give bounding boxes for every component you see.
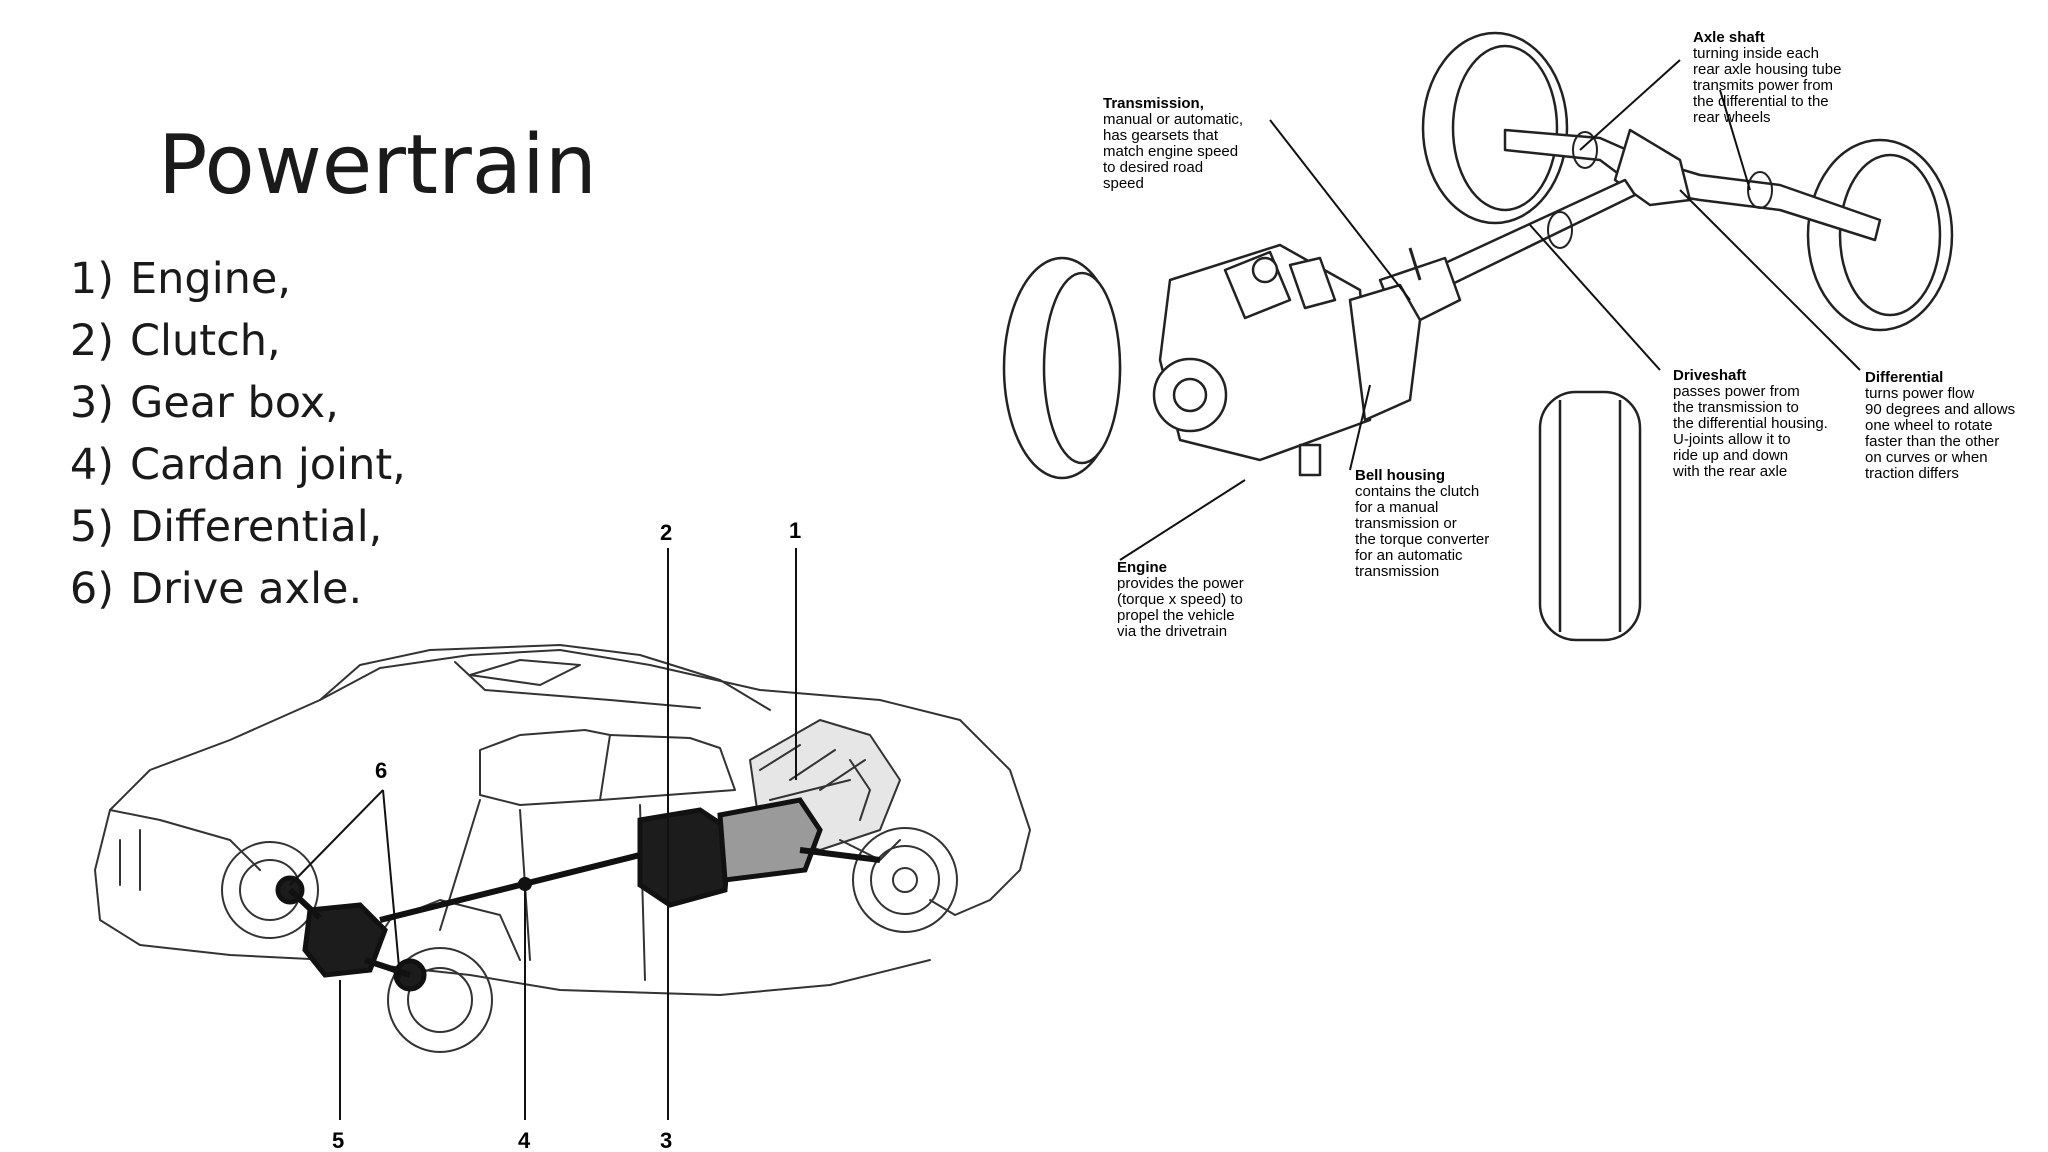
caption-transmission: Transmission, manual or automatic, has g… [1103,95,1248,192]
gearbox [637,807,733,908]
leader-transmission [1269,119,1411,301]
list-item: 1) Engine, [52,248,406,310]
list-label: Drive axle. [130,564,363,614]
list-number: 4) [69,440,114,490]
list-label: Engine, [130,254,292,304]
slide-title: Powertrain [158,118,597,213]
list-number: 1) [69,254,114,304]
leader-axle-shaft [1719,89,1751,191]
car-body-outline [94,649,1031,916]
leader-bell-housing [1349,384,1371,471]
caption-bell-housing: Bell housing contains the clutch for a m… [1355,467,1494,580]
caption-driveshaft: Driveshaft passes power from the transmi… [1672,367,1832,480]
diagram-bell-housing [1348,283,1422,422]
list-item: 5) Differential, [52,496,406,558]
caption-differential: Differential turns power flow 90 degrees… [1865,369,2020,482]
car-sunroof [469,659,581,686]
callout-4: 4 [518,1128,531,1152]
leader-engine [1119,479,1246,561]
list-item: 2) Clutch, [52,310,406,372]
list-number: 3) [69,378,114,428]
caption-axle-shaft: Axle shaft turning inside each rear axle… [1693,29,1846,126]
car-window [479,729,611,806]
rear-right-wheel [387,947,493,1053]
list-number: 6) [69,564,114,614]
front-driveshaft [799,847,881,863]
drive-axle [287,887,323,921]
callout-5: 5 [332,1128,344,1152]
leader-differential [1679,189,1861,371]
cardan-joint [518,877,532,891]
car-roof [319,644,771,711]
rear-left-wheel [221,841,319,939]
list-number: 5) [69,502,114,552]
powertrain-parts-list: 1) Engine, 2) Clutch, 3) Gear box, 4) Cardan… [52,248,406,620]
callout-3: 3 [660,1128,672,1152]
list-label: Differential, [130,502,383,552]
list-label: Clutch, [130,316,281,366]
differential-housing [1613,128,1692,207]
list-label: Cardan joint, [130,440,406,490]
callout-2: 2 [660,520,672,545]
driveshaft [379,852,641,923]
list-item: 3) Gear box, [52,372,406,434]
callout-6: 6 [375,758,387,783]
car-window [599,734,736,801]
list-number: 2) [69,316,114,366]
drive-axle [364,957,411,978]
front-right-tire [1538,390,1642,642]
caption-engine: Engine provides the power (torque x spee… [1117,559,1248,640]
differential [302,902,388,978]
leader-axle-shaft [1579,59,1681,151]
front-wheel [852,827,958,933]
list-item: 6) Drive axle. [52,558,406,620]
list-label: Gear box, [130,378,339,428]
list-item: 4) Cardan joint, [52,434,406,496]
callout-1: 1 [789,518,801,543]
leader-driveshaft [1529,224,1661,371]
